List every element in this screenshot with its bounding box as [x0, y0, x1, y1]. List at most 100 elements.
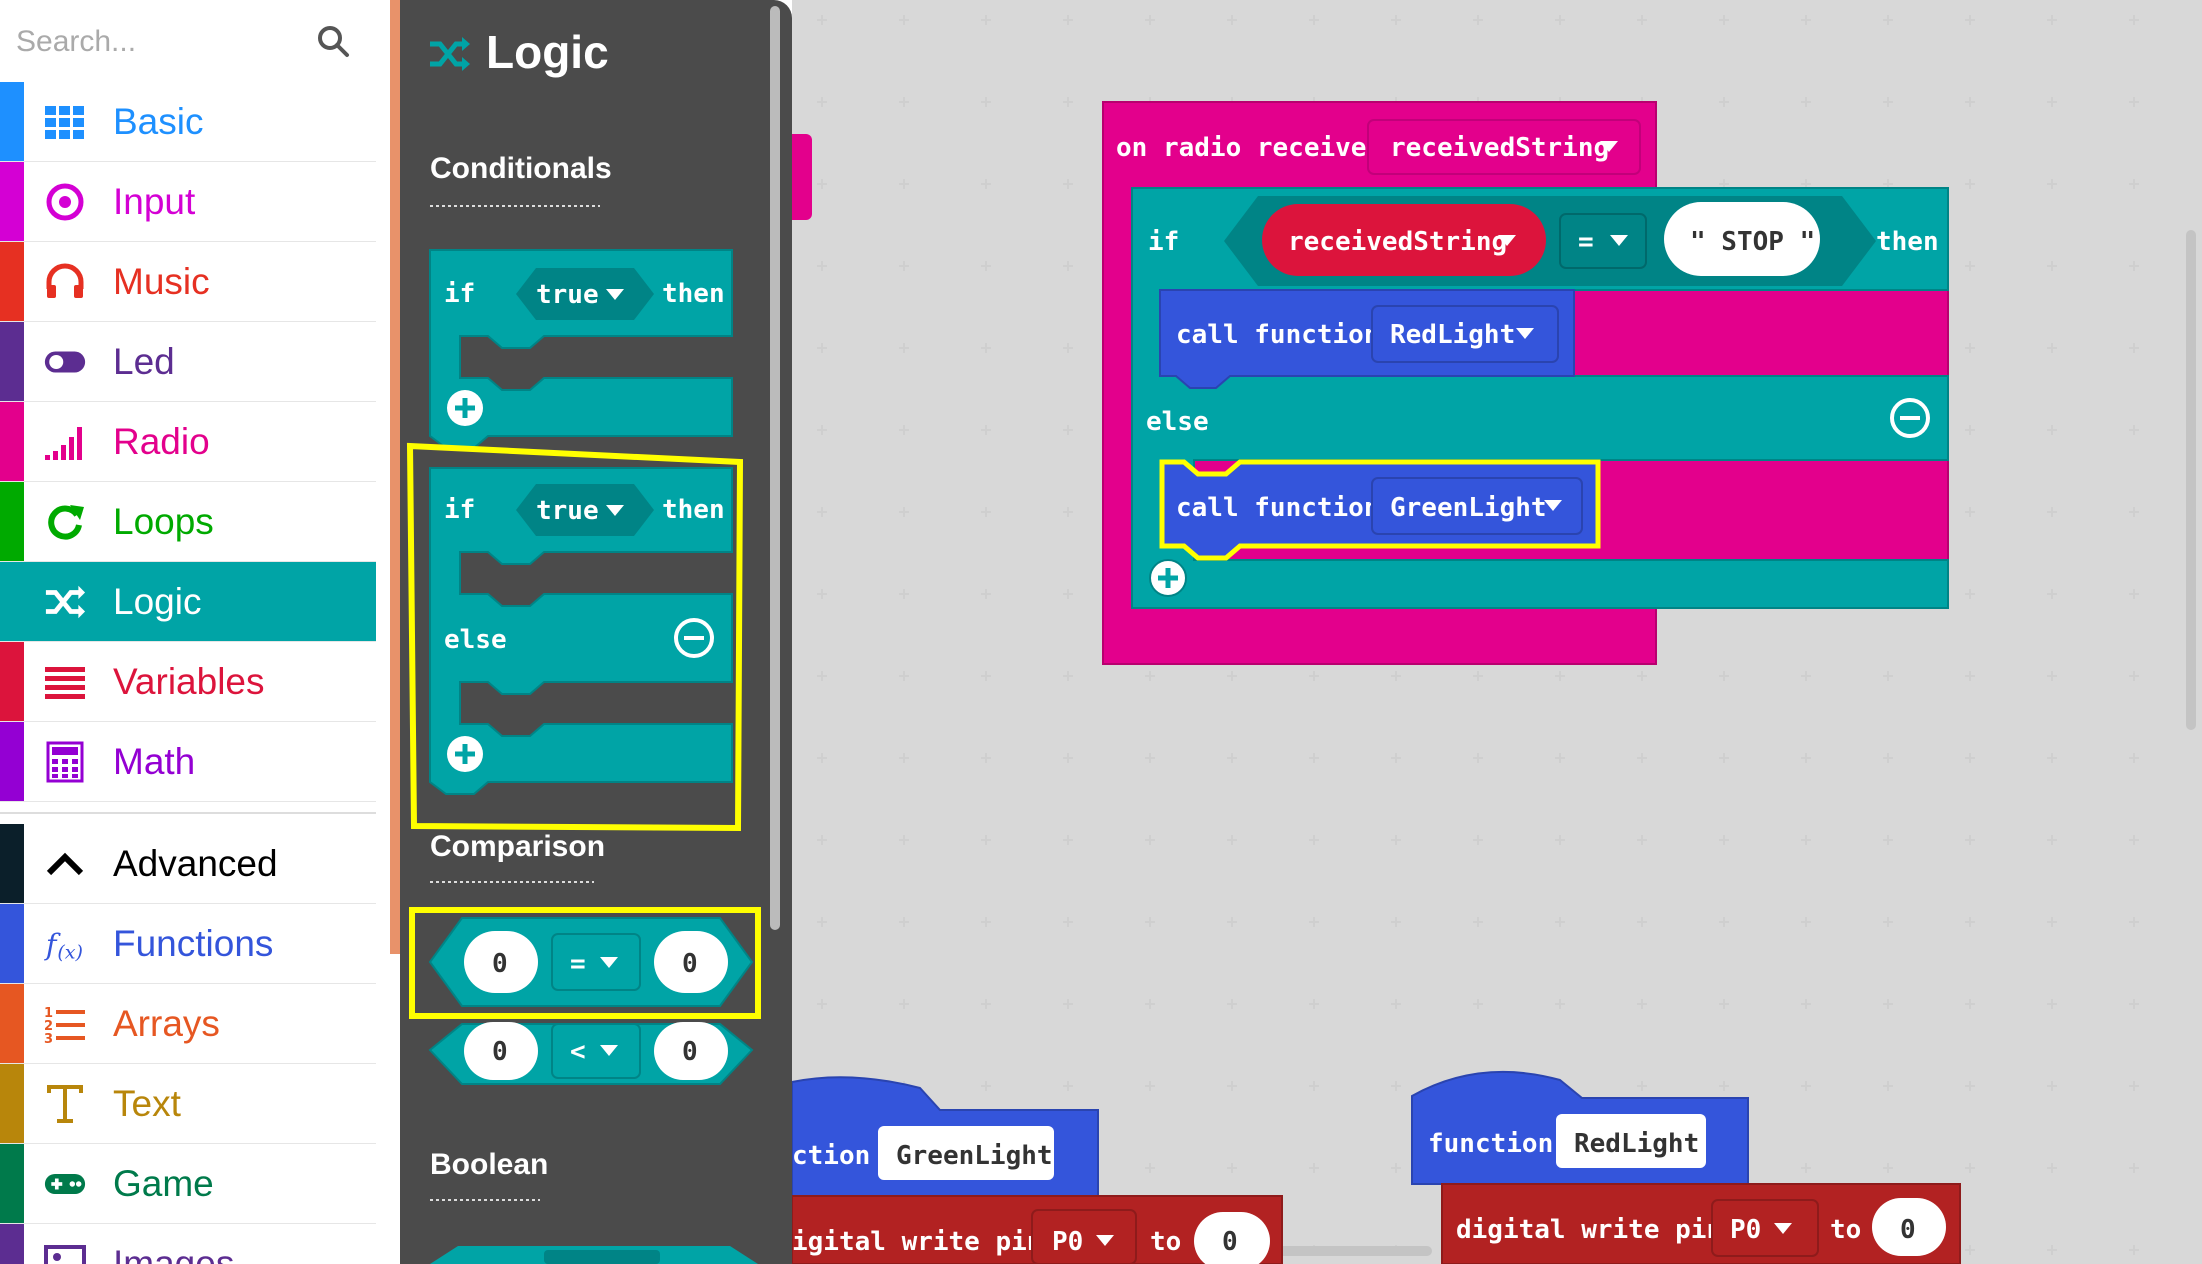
- operator-dropdown[interactable]: [551, 933, 641, 991]
- call-function-label: call function: [1176, 493, 1380, 523]
- grid-mark: [899, 999, 909, 1009]
- stop-string-literal[interactable]: " STOP ": [1664, 202, 1820, 276]
- grid-mark: [1801, 917, 1811, 927]
- call-function-redlight-block[interactable]: call function RedLight: [1159, 289, 1575, 389]
- compare-less-than-block[interactable]: 0 < 0: [428, 1022, 754, 1085]
- category-stripe: [0, 402, 24, 481]
- category-functions[interactable]: f(x) Functions: [0, 904, 376, 984]
- category-math[interactable]: Math: [0, 722, 376, 802]
- workspace-vertical-scrollbar[interactable]: [2186, 230, 2196, 730]
- compare-equal-block[interactable]: 0 = 0: [428, 917, 754, 1007]
- if-else-block-template[interactable]: if true then else: [429, 467, 733, 795]
- if-block-template[interactable]: if true then: [429, 249, 733, 449]
- highlight-box: [406, 442, 744, 832]
- left-number-input[interactable]: [464, 1022, 538, 1080]
- category-radio[interactable]: Radio: [0, 402, 376, 482]
- category-variables[interactable]: Variables: [0, 642, 376, 722]
- else-label: else: [444, 625, 507, 655]
- grid-mark: [1145, 671, 1155, 681]
- grid-mark: [1473, 835, 1483, 845]
- function-name-dropdown[interactable]: GreenLight: [1371, 477, 1583, 535]
- flyout-scrollbar[interactable]: [770, 6, 780, 930]
- grid-mark: [2129, 589, 2139, 599]
- grid-mark: [981, 507, 991, 517]
- remove-else-button[interactable]: [1890, 398, 1930, 438]
- grid-mark: [2047, 835, 2057, 845]
- category-basic[interactable]: Basic: [0, 82, 376, 162]
- category-music[interactable]: Music: [0, 242, 376, 322]
- if-label: if: [444, 495, 475, 525]
- grid-mark: [2129, 425, 2139, 435]
- add-else-if-button[interactable]: [1149, 559, 1187, 597]
- pin-dropdown[interactable]: [1031, 1209, 1137, 1264]
- right-number-input[interactable]: [654, 931, 728, 993]
- add-else-if-button[interactable]: [447, 736, 483, 772]
- grid-mark: [981, 835, 991, 845]
- function-name-field[interactable]: RedLight: [1556, 1114, 1706, 1168]
- category-led[interactable]: Led: [0, 322, 376, 402]
- call-function-greenlight-block[interactable]: call function GreenLight: [1159, 459, 1601, 561]
- category-stripe: [0, 642, 24, 721]
- grid-mark: [1965, 1163, 1975, 1173]
- grid-mark: [2129, 1081, 2139, 1091]
- search-icon[interactable]: [316, 24, 350, 58]
- condition-slot[interactable]: [516, 268, 654, 320]
- highlight-box: [1159, 459, 1601, 561]
- grid-mark: [1883, 1081, 1893, 1091]
- variable-name: receivedString: [1288, 227, 1507, 257]
- category-stripe: [0, 904, 24, 983]
- category-loops[interactable]: Loops: [0, 482, 376, 562]
- chevron-down-icon: [1516, 328, 1534, 339]
- then-label: then: [662, 279, 725, 309]
- grid-mark: [1309, 1163, 1319, 1173]
- boolean-dropdown-partial[interactable]: [544, 1250, 660, 1264]
- operator-dropdown[interactable]: =: [1559, 213, 1647, 269]
- value-input[interactable]: [1194, 1212, 1270, 1264]
- grid-mark: [1883, 671, 1893, 681]
- grid-mark: [1391, 1081, 1401, 1091]
- value-input[interactable]: [1872, 1198, 1946, 1256]
- category-logic[interactable]: Logic: [0, 562, 376, 642]
- received-string-variable[interactable]: receivedString: [1262, 204, 1546, 276]
- left-number-input[interactable]: [464, 931, 538, 993]
- grid-mark: [1309, 15, 1319, 25]
- category-label: Input: [113, 181, 196, 222]
- condition-slot[interactable]: [516, 484, 654, 536]
- digital-write-block[interactable]: [1441, 1183, 1961, 1264]
- grid-mark: [1965, 1245, 1975, 1255]
- add-else-button[interactable]: [447, 390, 483, 426]
- grid-mark: [2129, 261, 2139, 271]
- category-advanced[interactable]: Advanced: [0, 824, 376, 904]
- received-string-dropdown[interactable]: receivedString: [1367, 119, 1641, 175]
- function-name-dropdown[interactable]: RedLight: [1371, 305, 1559, 363]
- pin-dropdown[interactable]: [1711, 1199, 1819, 1257]
- grid-mark: [2129, 179, 2139, 189]
- grid-mark: [1965, 15, 1975, 25]
- grid-mark: [1555, 835, 1565, 845]
- category-text[interactable]: Text: [0, 1064, 376, 1144]
- right-number-input[interactable]: [654, 1022, 728, 1080]
- category-stripe: [0, 1144, 24, 1223]
- grid-mark: [2047, 343, 2057, 353]
- grid-mark: [1883, 1163, 1893, 1173]
- category-game[interactable]: Game: [0, 1144, 376, 1224]
- function-name-field[interactable]: GreenLight: [878, 1126, 1054, 1180]
- grid-mark: [817, 999, 827, 1009]
- remove-else-button[interactable]: [674, 618, 714, 658]
- grid-mark: [1965, 1081, 1975, 1091]
- chevron-down-icon: [606, 289, 624, 300]
- category-input[interactable]: Input: [0, 162, 376, 242]
- grid-mark: [1063, 261, 1073, 271]
- search-input[interactable]: [14, 16, 298, 68]
- category-stripe: [0, 162, 24, 241]
- grid-mark: [817, 835, 827, 845]
- operator-dropdown[interactable]: [551, 1023, 641, 1079]
- target-icon: [44, 181, 86, 223]
- grid-mark: [1227, 835, 1237, 845]
- function-redlight-definition[interactable]: function RedLight digital write pin P0 t…: [1411, 1070, 1961, 1264]
- category-images[interactable]: Images: [0, 1224, 376, 1264]
- function-greenlight-definition[interactable]: ction GreenLight igital write pin P0 to …: [791, 1076, 1283, 1264]
